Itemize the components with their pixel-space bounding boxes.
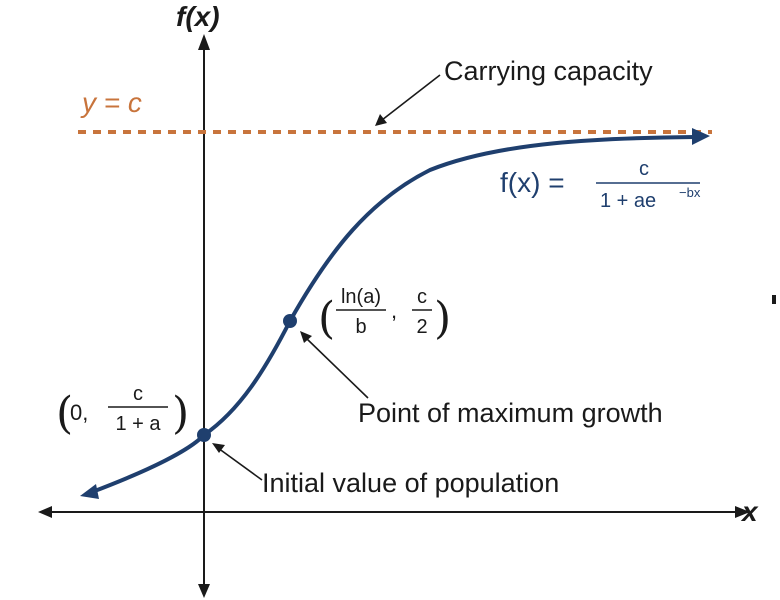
curve-arrow-left (80, 484, 99, 499)
initial-value-coordinates: ( 0, c 1 + a ) (56, 383, 189, 439)
max-growth-open-paren: ( (318, 293, 335, 344)
initial-value-point (197, 428, 211, 442)
formula-denominator-exponent: −bx (679, 185, 701, 200)
max-growth-x-numerator: ln(a) (341, 286, 381, 308)
y-axis-arrow-up (198, 34, 210, 50)
x-axis-arrow-right (735, 506, 750, 518)
formula-numerator: c (639, 158, 649, 180)
x-axis (38, 506, 750, 518)
max-growth-point (283, 314, 297, 328)
y-axis-arrow-down (198, 584, 210, 598)
curve-arrow-right (692, 128, 710, 145)
initial-y-numerator: c (133, 383, 143, 405)
max-growth-callout: Point of maximum growth (358, 398, 663, 428)
initial-x-value: 0, (70, 400, 88, 425)
initial-value-pointer-head (212, 443, 225, 453)
initial-value-pointer (217, 447, 263, 481)
formula-lhs: f(x) = (500, 167, 565, 198)
y-axis (198, 34, 210, 598)
carrying-capacity-pointer (381, 74, 441, 121)
logistic-curve (91, 135, 696, 494)
max-growth-pointer-head (300, 331, 312, 343)
max-growth-x-denominator: b (355, 316, 366, 338)
max-growth-close-paren: ) (434, 293, 451, 344)
max-growth-y-numerator: c (417, 286, 427, 308)
max-growth-y-denominator: 2 (416, 316, 427, 338)
edge-mark (772, 295, 776, 304)
max-growth-coordinates: ( ln(a) b , c 2 ) (318, 286, 451, 344)
initial-close-paren: ) (172, 388, 189, 439)
max-growth-separator: , (391, 298, 397, 323)
formula-denominator-base: 1 + ae (600, 190, 656, 212)
initial-y-denominator: 1 + a (115, 413, 161, 435)
initial-open-paren: ( (56, 388, 73, 439)
logistic-formula: f(x) = c 1 + ae −bx (500, 158, 701, 212)
carrying-capacity-line-label: y = c (80, 87, 142, 118)
x-axis-arrow-left (38, 506, 52, 518)
initial-value-callout: Initial value of population (262, 468, 559, 498)
carrying-capacity-callout: Carrying capacity (444, 56, 653, 86)
y-axis-label: f(x) (176, 1, 220, 32)
max-growth-pointer (305, 337, 369, 399)
carrying-capacity-pointer-head (375, 114, 387, 126)
x-axis-label: x (740, 496, 759, 527)
